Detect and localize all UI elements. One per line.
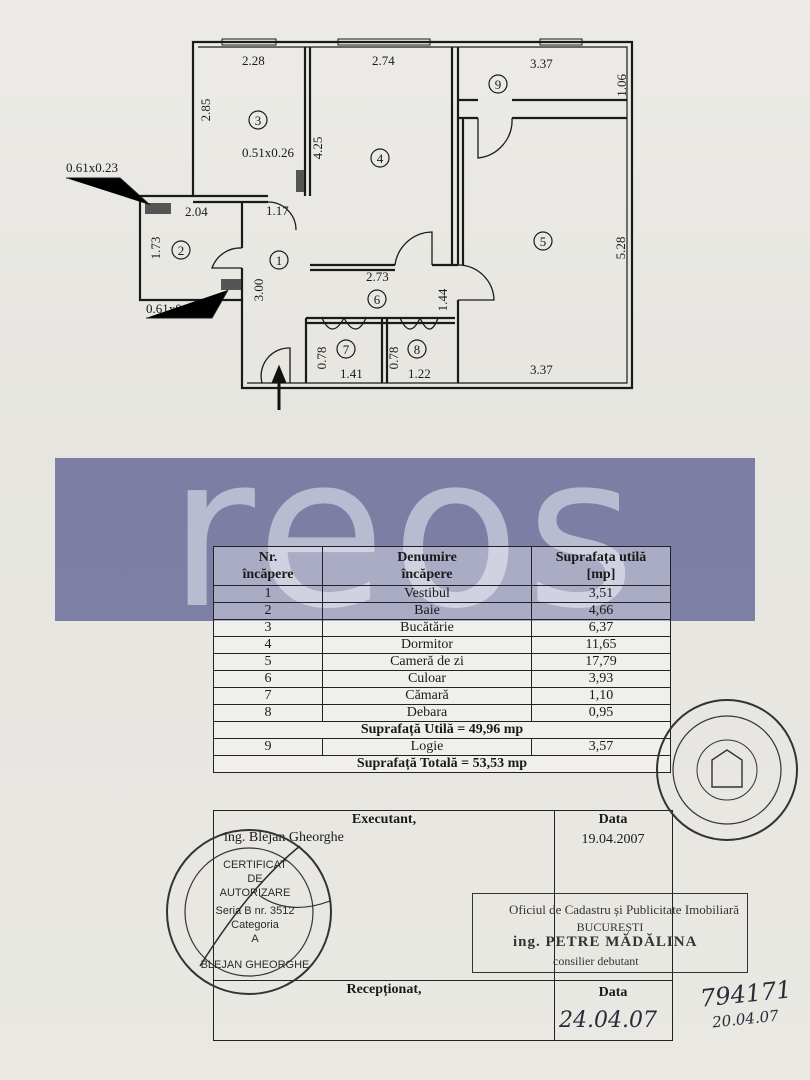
cell-area: 4,66	[531, 602, 671, 620]
data-label: Data	[598, 812, 628, 827]
room-area-table: Nr. încăpere Denumire încăpere Suprafața…	[213, 546, 671, 773]
office-stamp-line: BUCUREȘTI	[576, 920, 644, 934]
total-row: Suprafață Totală = 53,53 mp	[213, 755, 671, 773]
cell-area: 3,57	[531, 738, 671, 756]
cell-nr: 6	[213, 670, 323, 688]
handwritten-number: 794171	[698, 975, 793, 1013]
cell-area: 11,65	[531, 636, 671, 654]
dimension-label: 3.37	[530, 362, 553, 377]
cell-area: 3,51	[531, 585, 671, 603]
signature-section: Executant, Data ing. Blejan Gheorghe 19.…	[213, 810, 673, 1041]
cell-nr: 2	[213, 602, 323, 620]
cell-name: Cămară	[322, 687, 532, 705]
office-stamp-line: Oficiul de Cadastru și Publicitate Imobi…	[509, 902, 739, 917]
dimension-label: 0.78	[314, 347, 329, 370]
dimension-label: 1.41	[340, 366, 363, 381]
receptionat-label: Recepționat,	[346, 982, 422, 997]
dimension-label: 2.28	[242, 53, 265, 68]
cell-nr: 4	[213, 636, 323, 654]
cert-line: CERTIFICAT	[223, 859, 287, 871]
col-header-area: Suprafața utilă [mp]	[531, 546, 671, 586]
cell-name: Dormitor	[322, 636, 532, 654]
executant-label: Executant,	[351, 812, 417, 827]
cell-nr: 1	[213, 585, 323, 603]
dimension-label: 1.73	[148, 237, 163, 260]
dimension-label: 1.17	[266, 203, 289, 218]
dimension-label: 2.04	[185, 204, 208, 219]
dimension-label: 4.25	[310, 137, 325, 160]
dimension-label: 2.74	[372, 53, 395, 68]
cell-area: 17,79	[531, 653, 671, 671]
cell-name: Cameră de zi	[322, 653, 532, 671]
cert-line: AUTORIZARE	[219, 887, 291, 899]
office-stamp: Oficiul de Cadastru și Publicitate Imobi…	[472, 893, 748, 973]
receptionat-data-label: Data	[598, 985, 628, 1000]
room-number: 3	[255, 113, 262, 128]
total-cell: Suprafață Totală = 53,53 mp	[213, 755, 671, 773]
cert-line: DE	[247, 873, 263, 885]
agency-stamp	[656, 699, 798, 841]
cell-name: Culoar	[322, 670, 532, 688]
room-number: 6	[374, 292, 381, 307]
room-number: 1	[276, 253, 283, 268]
dimension-label: 5.28	[613, 237, 628, 260]
cell-nr: 8	[213, 704, 323, 722]
cell-name: Debara	[322, 704, 532, 722]
cert-line: BLEJAN GHEORGHE	[200, 959, 310, 971]
office-stamp-line: consilier debutant	[553, 954, 639, 968]
cert-line: A	[251, 933, 259, 945]
certificate-stamp	[166, 829, 332, 995]
room-number: 5	[540, 234, 547, 249]
room-number: 2	[178, 243, 185, 258]
col-header-nr: Nr. încăpere	[213, 546, 323, 586]
cell-nr: 5	[213, 653, 323, 671]
cell-name: Bucătărie	[322, 619, 532, 637]
dimension-label: 0.78	[386, 347, 401, 370]
cert-line: Seria B nr. 3512	[215, 905, 295, 917]
col-header-name: Denumire încăpere	[322, 546, 532, 586]
cell-area: 6,37	[531, 619, 671, 637]
dimension-label: 1.44	[435, 288, 450, 311]
dimension-label: 0.51x0.26	[242, 145, 295, 160]
cell-nr: 9	[213, 738, 323, 756]
dimension-label: 2.85	[198, 99, 213, 122]
cell-nr: 7	[213, 687, 323, 705]
cell-area: 3,93	[531, 670, 671, 688]
cert-line: Categoria	[231, 919, 279, 931]
cell-area: 0,95	[531, 704, 671, 722]
room-number: 7	[343, 342, 350, 357]
room-number: 4	[377, 151, 384, 166]
dimension-label: 3.37	[530, 56, 553, 71]
room-number: 9	[495, 77, 502, 92]
cell-name: Logie	[322, 738, 532, 756]
cell-nr: 3	[213, 619, 323, 637]
dimension-label: 1.22	[408, 366, 431, 381]
executant-date: 19.04.2007	[581, 832, 645, 847]
subtotal-cell: Suprafață Utilă = 49,96 mp	[213, 721, 671, 739]
cell-area: 1,10	[531, 687, 671, 705]
dimension-label: 2.73	[366, 269, 389, 284]
room-number: 8	[414, 342, 421, 357]
floor-plan: 1 2 3 4 5 6 7 8 9 2.28 2.74 3.37 1.06 2.…	[66, 38, 634, 410]
receptionat-date: 24.04.07	[559, 1008, 657, 1033]
cell-name: Baie	[322, 602, 532, 620]
office-stamp-line: ing. PETRE MĂDĂLINA	[513, 934, 698, 950]
dimension-label: 0.61x0.23	[66, 160, 118, 175]
cell-name: Vestibul	[322, 585, 532, 603]
dimension-label: 1.06	[614, 74, 629, 97]
subtotal-row: Suprafață Utilă = 49,96 mp	[213, 721, 671, 739]
dimension-label: 3.00	[251, 279, 266, 302]
